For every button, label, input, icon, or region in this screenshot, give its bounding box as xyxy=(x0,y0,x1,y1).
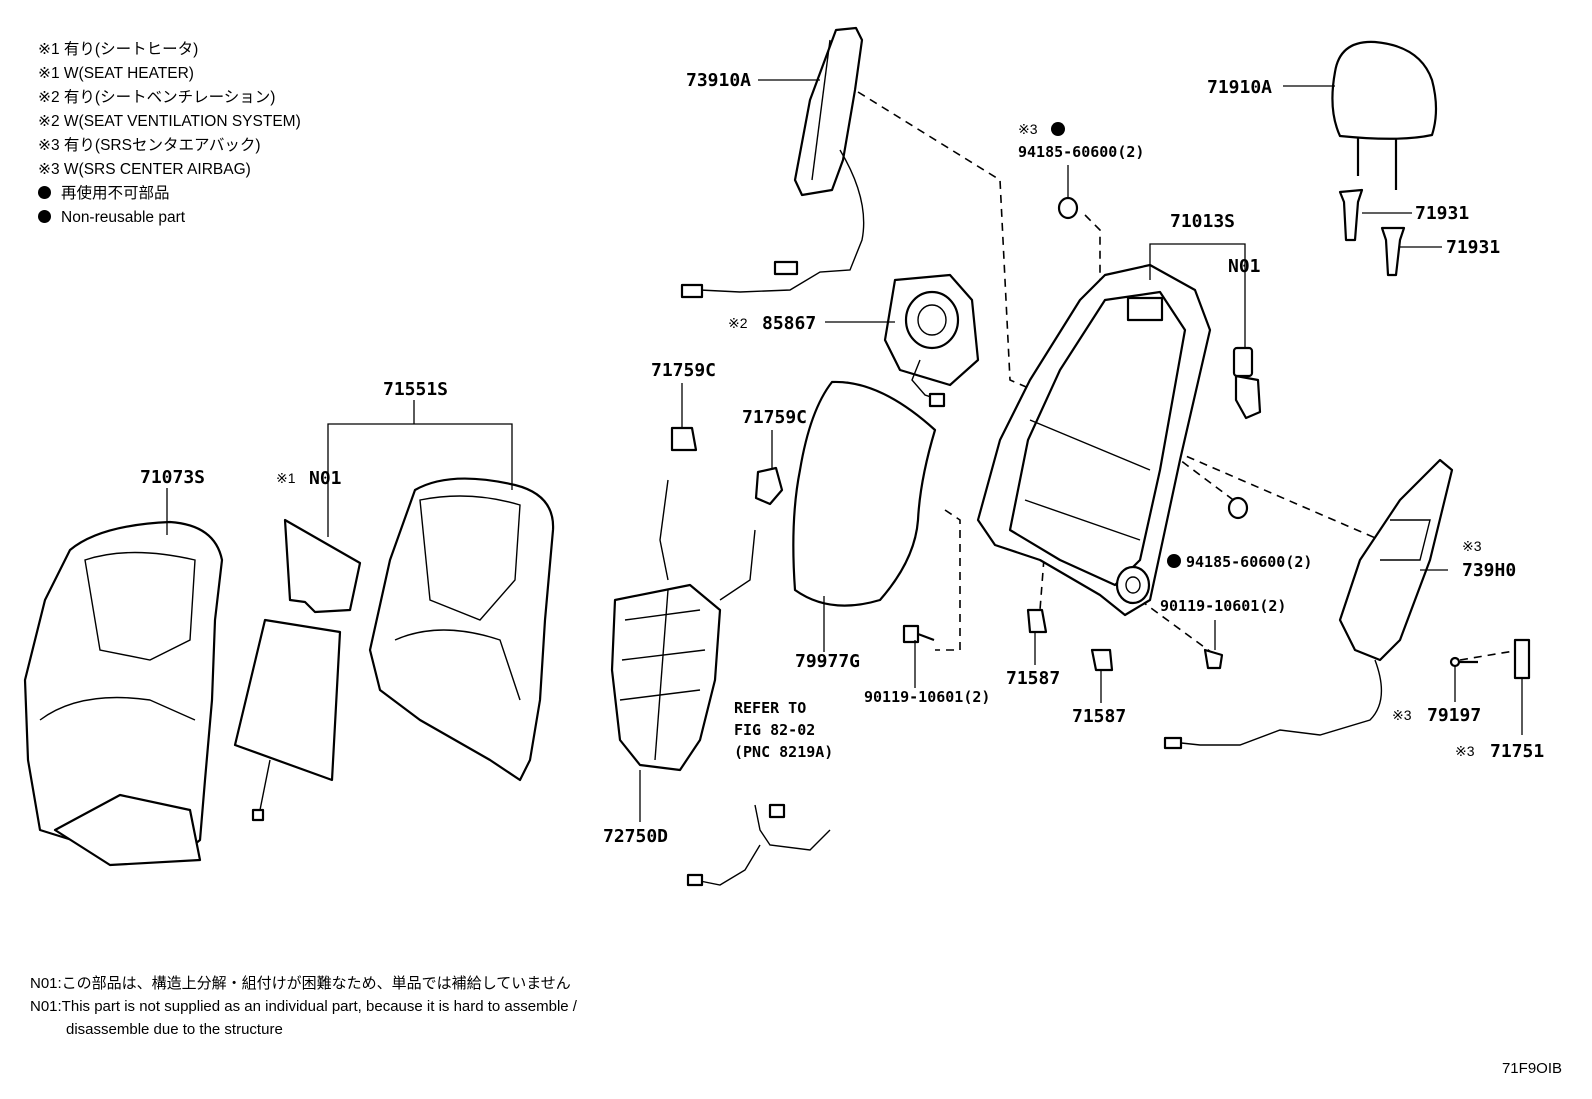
legend-seat-heater-en: ※1 W(SEAT HEATER) xyxy=(38,65,194,82)
label-refer-pnc: (PNC 8219A) xyxy=(734,743,833,761)
wire-harness-8219A-drawing xyxy=(686,803,831,887)
assembly-dashed-lines xyxy=(857,91,1521,661)
label-94185-top: 94185-60600(2) xyxy=(1018,143,1144,161)
note-en-line1: N01:This part is not supplied as an indi… xyxy=(30,998,577,1015)
note-en-line2: disassemble due to the structure xyxy=(66,1021,283,1038)
label-71759C-left: 71759C xyxy=(651,360,716,381)
label-71073S: 71073S xyxy=(140,467,205,488)
seat-heater-N01-drawing xyxy=(233,518,362,822)
note-jp: N01:この部品は、構造上分解・組付けが困難なため、単品では補給していません xyxy=(30,975,571,992)
label-71910A: 71910A xyxy=(1207,77,1272,98)
label-79197: 79197 xyxy=(1427,705,1481,726)
lumbar-support-72750D-drawing xyxy=(610,479,756,772)
nonreusable-dot-icon xyxy=(38,210,51,223)
legend-airbag-en: ※3 W(SRS CENTER AIRBAG) xyxy=(38,161,251,178)
label-71751: 71751 xyxy=(1490,741,1544,762)
legend-ventilation-en: ※2 W(SEAT VENTILATION SYSTEM) xyxy=(38,113,301,130)
label-mark1: ※1 xyxy=(276,470,296,486)
motor-N01-drawing xyxy=(1232,346,1262,420)
leader-lines xyxy=(166,79,1523,822)
label-94185-right: 94185-60600(2) xyxy=(1186,553,1312,571)
ventilation-fan-85867-drawing xyxy=(883,273,980,408)
clip-71587-left-drawing xyxy=(1026,608,1048,634)
label-72750D: 72750D xyxy=(603,826,668,847)
airbag-73910A-drawing xyxy=(680,26,865,299)
bolt-90119-left-drawing xyxy=(902,624,935,644)
legend-nonreusable-en: Non-reusable part xyxy=(38,206,301,230)
label-71931-upper: 71931 xyxy=(1415,203,1469,224)
headrest-guides-71931-drawing xyxy=(1338,188,1406,277)
label-71551S: 71551S xyxy=(383,379,448,400)
label-mark3-right: ※3 xyxy=(1462,538,1482,554)
label-71013S: 71013S xyxy=(1170,211,1235,232)
bolt-90119-right-drawing xyxy=(1203,648,1224,670)
label-90119-left: 90119-10601(2) xyxy=(864,688,990,706)
label-mark3-79197: ※3 xyxy=(1392,707,1412,723)
label-85867: 85867 xyxy=(762,313,816,334)
clip-71759C-left-drawing xyxy=(670,426,698,452)
seat-back-cover-71551S-drawing xyxy=(368,477,555,782)
figure-id: 71F9OIB xyxy=(1501,1060,1562,1077)
seat-back-frame-71013S-drawing xyxy=(976,263,1212,617)
clip-71587-right-drawing xyxy=(1090,648,1114,672)
legend: ※1 有り(シートヒータ) ※1 W(SEAT HEATER) ※2 有り(シー… xyxy=(38,38,301,230)
label-refer-fig: FIG 82-02 xyxy=(734,721,815,739)
sensor-71751-drawing xyxy=(1513,638,1531,680)
clip-71759C-right-drawing xyxy=(754,466,784,506)
label-mark3-71751: ※3 xyxy=(1455,743,1475,759)
label-mark3-top: ※3 xyxy=(1018,121,1038,137)
label-mark2: ※2 xyxy=(728,315,748,331)
legend-ventilation-jp: ※2 有り(シートベンチレーション) xyxy=(38,89,276,106)
legend-seat-heater-jp: ※1 有り(シートヒータ) xyxy=(38,41,199,58)
label-71587-right: 71587 xyxy=(1072,706,1126,727)
label-90119-right: 90119-10601(2) xyxy=(1160,597,1286,615)
footnotes: N01:この部品は、構造上分解・組付けが困難なため、単品では補給していません N… xyxy=(30,972,577,1041)
label-739H0: 739H0 xyxy=(1462,560,1516,581)
headrest-71910A-drawing xyxy=(1331,40,1438,190)
nonreusable-dot-icon xyxy=(1051,122,1065,136)
nonreusable-dot-icon xyxy=(38,186,51,199)
label-N01-heater: N01 xyxy=(309,468,342,489)
pad-79977G-drawing xyxy=(792,380,937,607)
clip-94185-right-drawing xyxy=(1227,496,1249,520)
nonreusable-dot-icon xyxy=(1167,554,1181,568)
label-71931-lower: 71931 xyxy=(1446,237,1500,258)
label-79977G: 79977G xyxy=(795,651,860,672)
label-N01-motor: N01 xyxy=(1228,256,1261,277)
label-73910A: 73910A xyxy=(686,70,751,91)
clip-94185-top-drawing xyxy=(1057,196,1079,220)
label-refer-to: REFER TO xyxy=(734,699,806,717)
seat-back-assembly-71073S-drawing xyxy=(23,520,224,867)
callout-labels: 73910A 71910A ※3 94185-60600(2) 71931 71… xyxy=(140,70,1544,847)
label-71759C-right: 71759C xyxy=(742,407,807,428)
legend-nonreusable-jp: 再使用不可部品 xyxy=(38,182,301,206)
label-71587-left: 71587 xyxy=(1006,668,1060,689)
legend-airbag-jp: ※3 有り(SRSセンタエアバック) xyxy=(38,137,261,154)
airbag-739H0-drawing xyxy=(1163,458,1454,750)
